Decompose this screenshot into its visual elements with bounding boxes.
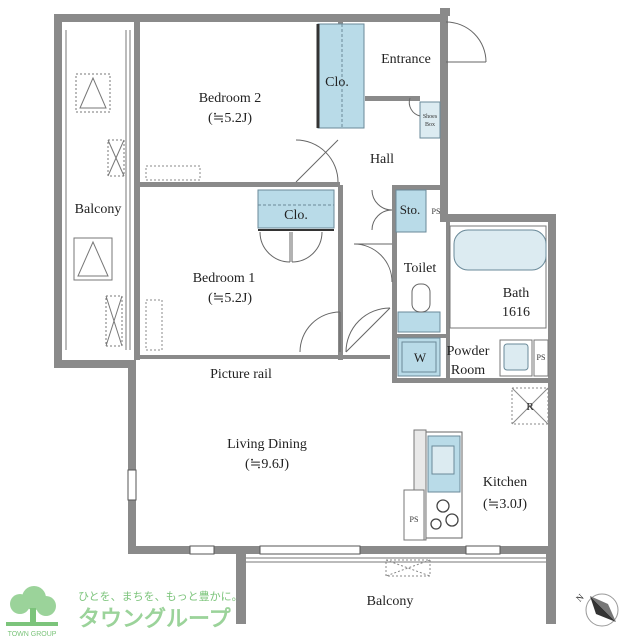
shoes-box-label-1: Shoes: [423, 114, 438, 120]
bedroom2-size: (≒5.2J): [208, 111, 252, 126]
balcony-bottom-rails: [246, 557, 546, 563]
washer-label: W: [414, 350, 427, 365]
picture-rail-label: Picture rail: [210, 367, 272, 382]
balcony-bottom-label: Balcony: [367, 594, 414, 609]
stove-icon: [430, 499, 459, 530]
closet-top-label: Clo.: [325, 75, 349, 90]
living-name: Living Dining: [227, 437, 307, 452]
toilet-fixture: [397, 283, 441, 333]
refrigerator-label: R: [526, 401, 534, 413]
bedroom1-name: Bedroom 1: [193, 271, 256, 286]
logo-tagline: ひとを、まちを、もっと豊かに。: [78, 590, 243, 603]
bedroom-fixtures: [145, 165, 201, 351]
kitchen-name: Kitchen: [483, 475, 527, 490]
washer: [397, 337, 441, 377]
powder-sink: [499, 339, 549, 377]
living-windows: [127, 469, 501, 555]
storage-label: Sto.: [400, 202, 421, 217]
powder-line1: Powder: [447, 344, 490, 359]
living-size: (≒9.6J): [245, 457, 289, 472]
company-logo: TOWN GROUP ひとを、まちを、もっと豊かに。 タウングループ: [0, 582, 243, 640]
logo-name-en: TOWN GROUP: [8, 631, 57, 638]
bedroom1-size: (≒5.2J): [208, 291, 252, 306]
entrance-label: Entrance: [381, 52, 431, 67]
ps-label-3: PS: [410, 515, 419, 524]
ps-label-2: PS: [537, 353, 546, 362]
closet-mid: [257, 189, 335, 231]
kitchen-counter: [403, 429, 463, 541]
balcony-bottom-fixture: [385, 559, 431, 577]
compass-north-label: N: [574, 592, 586, 604]
shoes-box: [419, 101, 441, 139]
closet-top: [316, 23, 365, 129]
left-balcony-frame: [65, 30, 131, 350]
bedroom2-name: Bedroom 2: [199, 91, 262, 106]
logo-name-jp: タウングループ: [78, 606, 232, 632]
refrigerator-space: [511, 387, 549, 425]
tree-logo-icon: [6, 586, 58, 626]
shoes-box-label-2: Box: [425, 122, 435, 128]
bath-name: Bath: [503, 286, 529, 301]
bath-size: 1616: [502, 305, 530, 320]
room-labels: Bedroom 2 (≒5.2J) Bedroom 1 (≒5.2J) Livi…: [75, 52, 546, 609]
ps-label-1: PS: [432, 207, 441, 216]
kitchen-size: (≒3.0J): [483, 497, 527, 512]
toilet-label: Toilet: [404, 261, 437, 276]
balcony-left-fixtures: [73, 73, 125, 347]
closet-mid-label: Clo.: [284, 208, 308, 223]
storage-closet: [395, 189, 427, 233]
balcony-left-label: Balcony: [75, 202, 122, 217]
hall-label: Hall: [370, 152, 394, 167]
powder-line2: Room: [451, 363, 485, 378]
bathtub: [449, 225, 547, 329]
compass-icon: N: [574, 592, 619, 627]
